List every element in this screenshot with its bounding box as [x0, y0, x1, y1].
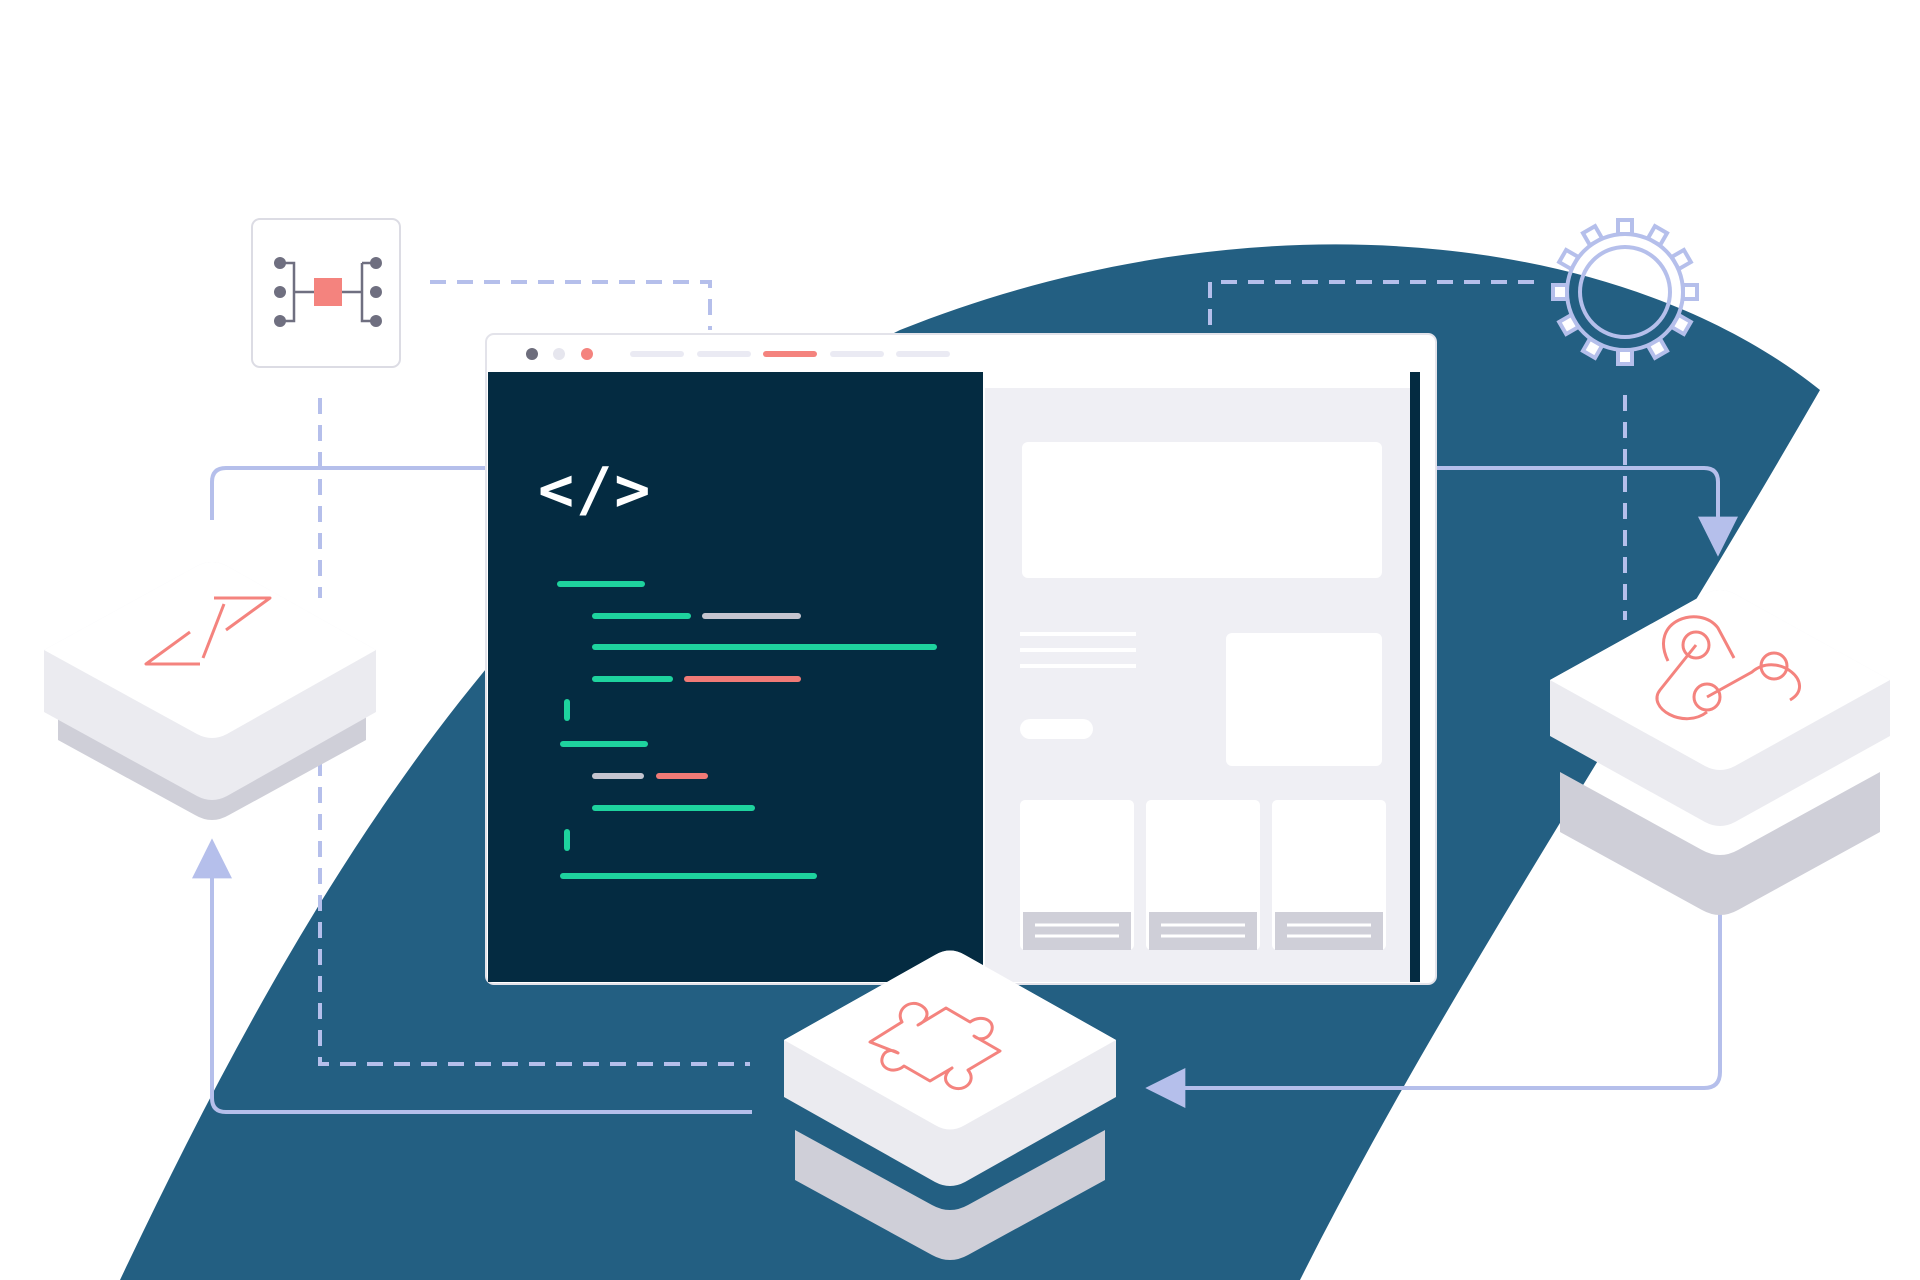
editor-window: </>: [485, 333, 1437, 985]
gear-tooth: [1556, 312, 1582, 337]
webhook-block: [1550, 590, 1890, 915]
window-dot-red[interactable]: [581, 348, 593, 360]
window-dot-light[interactable]: [553, 348, 565, 360]
window-dot-dark[interactable]: [526, 348, 538, 360]
code-symbol: </>: [538, 455, 652, 525]
preview-button[interactable]: [1020, 719, 1093, 739]
preview-image-block: [1226, 633, 1382, 766]
preview-card-3: [1272, 800, 1386, 950]
module-diagram-card: [251, 218, 401, 368]
preview-card-2: [1146, 800, 1260, 950]
puzzle-piece-icon: [868, 1001, 1002, 1091]
module-diagram-icon: [274, 257, 382, 327]
dashed-connector-top-left: [430, 280, 712, 330]
preview-card-1: [1020, 800, 1134, 950]
preview-hero-block: [1022, 442, 1382, 578]
window-tab-3[interactable]: [830, 351, 884, 357]
arrow-right-block-to-puzzle: [1145, 875, 1722, 1108]
code-block: [44, 562, 376, 820]
dashed-connector-top-right: [1208, 280, 1535, 325]
puzzle-block: [784, 950, 1116, 1260]
gear-tooth: [1645, 223, 1670, 249]
gear-tooth: [1645, 335, 1670, 361]
code-icon: [144, 596, 272, 666]
gear-tooth: [1551, 283, 1569, 301]
gear-tooth: [1668, 247, 1694, 272]
gear-tooth: [1580, 223, 1605, 249]
gear-tooth: [1616, 348, 1634, 366]
window-tab-active[interactable]: [763, 351, 817, 357]
window-tab-2[interactable]: [697, 351, 751, 357]
gear-tooth: [1681, 283, 1699, 301]
arrow-panel-to-right-block: [1380, 466, 1738, 557]
code-lines: [557, 581, 937, 879]
gear-tooth: [1556, 247, 1582, 272]
gear-tooth: [1668, 312, 1694, 337]
window-tab-1[interactable]: [630, 351, 684, 357]
dashed-connector-left-bottom: [318, 760, 750, 1066]
gear-tooth: [1616, 218, 1634, 236]
gear-tooth: [1580, 335, 1605, 361]
arrow-puzzle-to-left-block: [192, 838, 752, 1114]
preview-scrollbar[interactable]: [1410, 372, 1420, 982]
webhook-icon: [1655, 615, 1801, 721]
arrow-left-to-editor: [210, 448, 542, 520]
window-tab-4[interactable]: [896, 351, 950, 357]
gear-icon: [1551, 218, 1699, 366]
